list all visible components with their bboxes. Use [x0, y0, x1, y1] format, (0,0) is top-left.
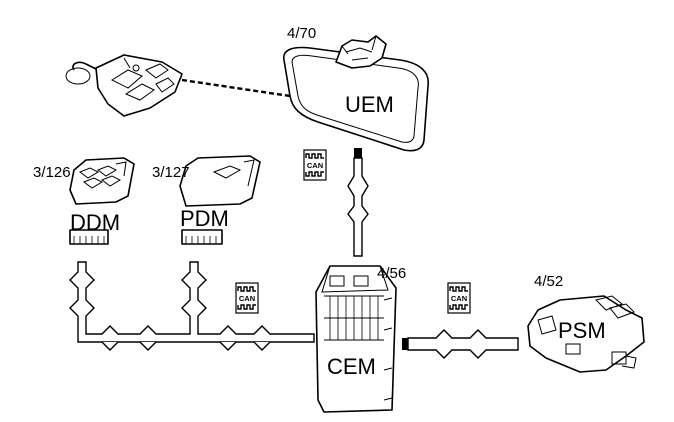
- can-bus-icon: CAN: [303, 149, 327, 181]
- ddm-name: DDM: [70, 210, 120, 235]
- can-bus-door-modules: [69, 261, 315, 351]
- cem-module: [315, 265, 397, 413]
- ddm-code: 3/126: [33, 164, 71, 181]
- psm-module: [527, 295, 645, 373]
- pdm-code: 3/127: [152, 164, 190, 181]
- wireless-link: [181, 78, 291, 98]
- psm-name: PSM: [558, 318, 606, 343]
- pdm-name: PDM: [180, 206, 229, 231]
- cem-name: CEM: [327, 354, 376, 379]
- psm-code: 4/52: [534, 273, 563, 290]
- can-bus-icon: CAN: [235, 282, 259, 314]
- uem-code: 4/70: [287, 25, 316, 42]
- uem-name: UEM: [345, 92, 394, 117]
- can-bus-uem-cem: [347, 148, 369, 257]
- can-bus-cem-psm: [402, 329, 519, 359]
- uem-module: [283, 35, 429, 152]
- can-label: CAN: [239, 294, 255, 303]
- key-fob-icon: [65, 54, 183, 117]
- can-label: CAN: [307, 161, 323, 170]
- can-bus-icon: CAN: [447, 282, 471, 314]
- pdm-module: [179, 155, 261, 245]
- ddm-module: [69, 157, 135, 245]
- can-label: CAN: [451, 294, 467, 303]
- cem-code: 4/56: [377, 265, 406, 282]
